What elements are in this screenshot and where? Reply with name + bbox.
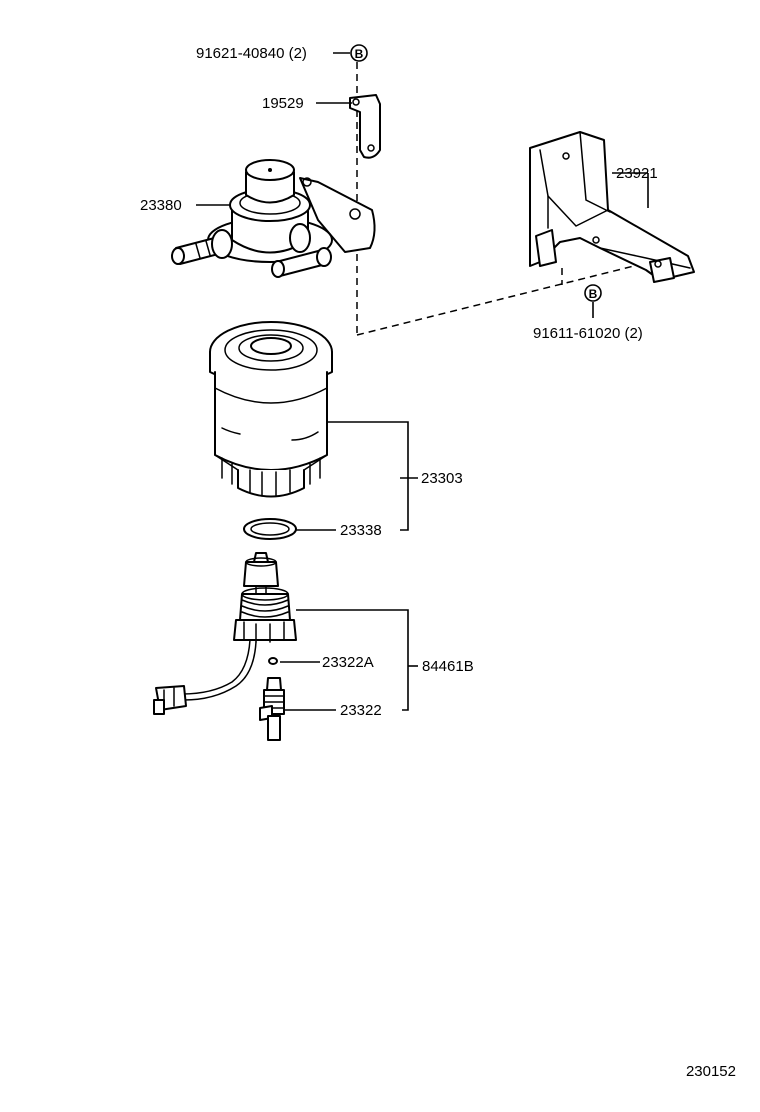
large-bracket-part bbox=[529, 131, 695, 283]
label-bolt-bracket: 91611-61020 (2) bbox=[533, 325, 643, 342]
small-bracket-part bbox=[349, 94, 381, 159]
filter-head-part bbox=[171, 159, 376, 278]
label-filter-element: 23303 bbox=[421, 470, 463, 487]
bolt-bracket-marker: B bbox=[584, 284, 602, 302]
label-filter-head: 23380 bbox=[140, 197, 182, 214]
water-sensor-part bbox=[153, 552, 297, 715]
label-drain-plug: 23322 bbox=[340, 702, 382, 719]
drawing-number: 230152 bbox=[686, 1063, 736, 1080]
assembly-dashed-lines bbox=[356, 62, 651, 336]
leader-lines bbox=[196, 52, 649, 711]
label-small-gasket: 23322A bbox=[322, 654, 374, 671]
o-ring-part bbox=[243, 518, 297, 540]
bolt-top-marker: B bbox=[350, 44, 368, 62]
bolt-top-marker-text: B bbox=[355, 47, 364, 61]
label-bolt-top: 91621-40840 (2) bbox=[196, 45, 307, 62]
label-o-ring: 23338 bbox=[340, 522, 382, 539]
label-small-bracket: 19529 bbox=[262, 95, 304, 112]
label-large-bracket: 23921 bbox=[616, 165, 658, 182]
small-gasket-part bbox=[268, 657, 278, 665]
label-sensor-assy: 84461B bbox=[422, 658, 474, 675]
bolt-bracket-marker-text: B bbox=[589, 287, 598, 301]
filter-element-part bbox=[209, 321, 333, 498]
drain-plug-part bbox=[259, 677, 285, 741]
